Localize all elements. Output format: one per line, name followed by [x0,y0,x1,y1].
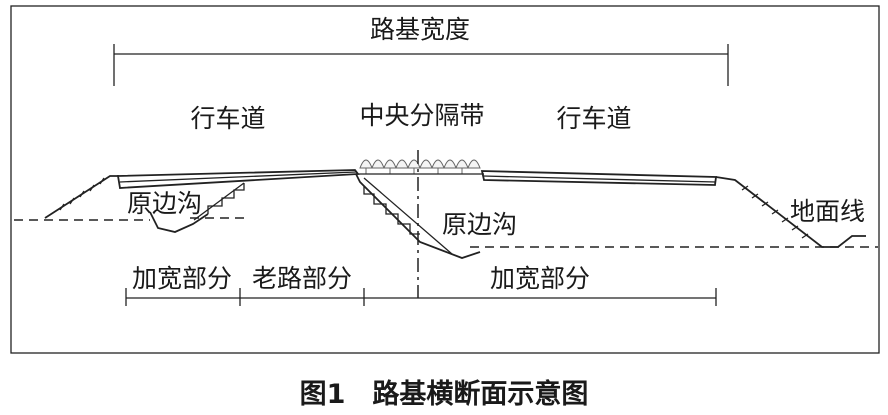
subgrade-width-dimension [113,44,729,86]
widen-left-label: 加宽部分 [132,264,232,293]
center-steps [355,173,481,259]
original-ditch-left-label: 原边沟 [127,189,202,218]
ground-line-label: 地面线 [790,197,865,226]
subgrade-width-label: 路基宽度 [370,15,470,44]
lane-left-label: 行车道 [190,104,265,133]
median-shrubs [359,159,481,174]
figure-frame [10,5,880,354]
pavement-right [480,170,718,186]
division-dimensions [125,288,717,306]
figure-caption: 图1 路基横断面示意图 [300,378,589,410]
left-slope [44,175,119,219]
original-ditch-right-label: 原边沟 [442,210,517,239]
widen-right-label: 加宽部分 [490,264,590,293]
pavement-left [116,169,360,189]
median-label: 中央分隔带 [359,101,484,130]
left-original-ditch [149,182,245,233]
lane-right-label: 行车道 [556,104,631,133]
old-road-label: 老路部分 [252,264,352,293]
